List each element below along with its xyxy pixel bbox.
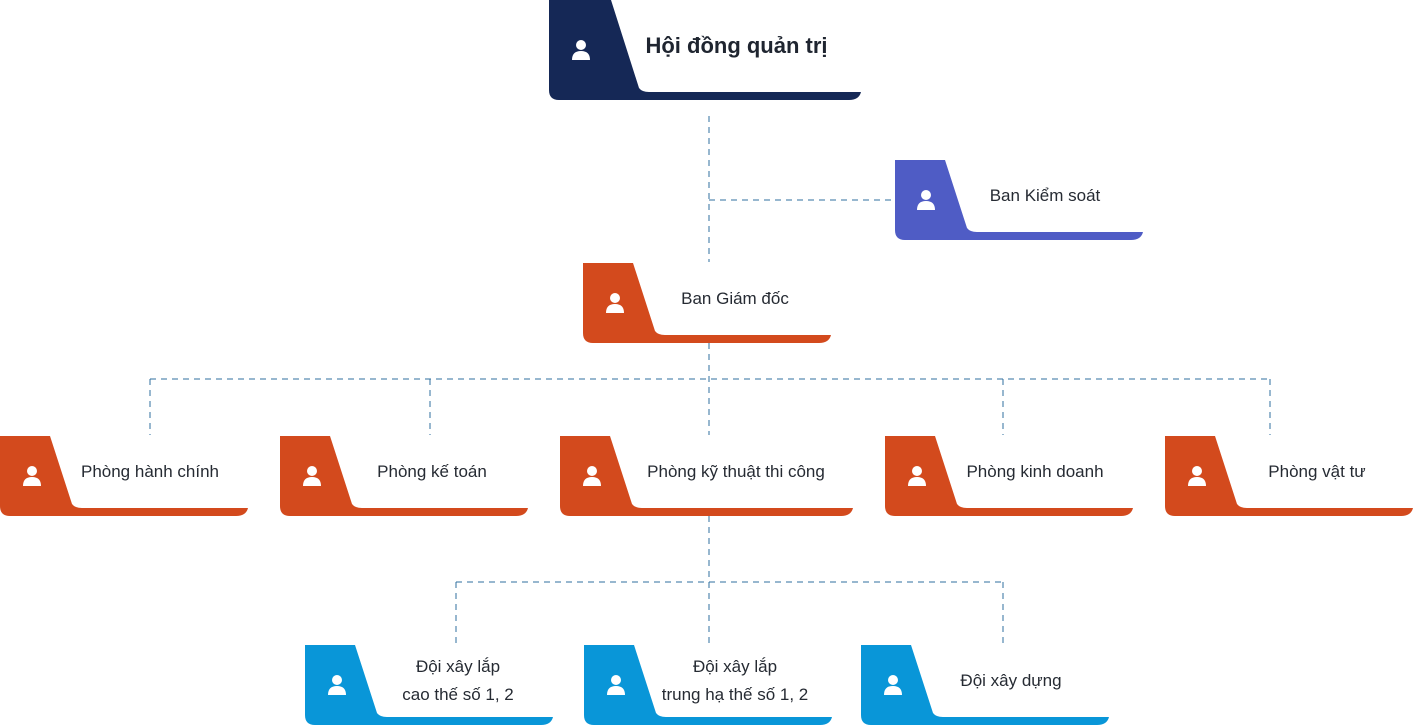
node-team-hv-label: Đội xây lắp cao thế số 1, 2 <box>383 653 533 709</box>
node-dept-supplies-label: Phòng vật tư <box>1268 462 1366 481</box>
node-dept-technical-shape <box>560 436 853 516</box>
node-dept-supplies: Phòng vật tư <box>1165 436 1413 516</box>
node-dept-business-shape <box>885 436 1133 516</box>
person-icon <box>1187 465 1207 487</box>
node-team-mv-label: Đội xây lắp trung hạ thế số 1, 2 <box>656 653 814 709</box>
node-team-hv-shape <box>305 645 553 725</box>
node-team-hv-line2: cao thế số 1, 2 <box>402 685 514 704</box>
node-directors-label: Ban Giám đốc <box>681 289 789 308</box>
node-team-build-shape <box>861 645 1109 725</box>
person-icon <box>605 292 625 314</box>
person-icon <box>571 39 591 61</box>
person-icon <box>582 465 602 487</box>
node-team-hv: Đội xây lắp cao thế số 1, 2 <box>305 645 553 725</box>
node-control-shape <box>895 160 1143 240</box>
node-dept-technical: Phòng kỹ thuật thi công <box>560 436 853 516</box>
node-dept-supplies-shape <box>1165 436 1413 516</box>
node-team-build-label: Đội xây dựng <box>960 671 1062 690</box>
node-directors-shape <box>583 263 831 343</box>
node-control-label: Ban Kiểm soát <box>989 186 1101 205</box>
node-dept-accounting-label: Phòng kế toán <box>377 462 487 481</box>
node-dept-business: Phòng kinh doanh <box>885 436 1133 516</box>
node-team-mv-shape <box>584 645 832 725</box>
person-icon <box>22 465 42 487</box>
node-team-mv-line1: Đội xây lắp <box>692 657 778 676</box>
node-control: Ban Kiểm soát <box>895 160 1143 240</box>
node-dept-admin-label: Phòng hành chính <box>80 462 219 481</box>
node-dept-admin: Phòng hành chính <box>0 436 248 516</box>
node-board-shape <box>549 0 861 100</box>
node-team-mv-line2: trung hạ thế số 1, 2 <box>661 685 809 704</box>
node-board-label: Hội đồng quản trị <box>645 33 828 58</box>
person-icon <box>883 674 903 696</box>
node-dept-business-label: Phòng kinh doanh <box>966 462 1104 481</box>
node-dept-admin-shape <box>0 436 248 516</box>
node-team-mv: Đội xây lắp trung hạ thế số 1, 2 <box>584 645 832 725</box>
person-icon <box>916 189 936 211</box>
person-icon <box>302 465 322 487</box>
node-board: Hội đồng quản trị <box>549 0 861 100</box>
node-dept-technical-label: Phòng kỹ thuật thi công <box>647 462 825 481</box>
node-team-hv-line1: Đội xây lắp <box>415 657 501 676</box>
node-directors: Ban Giám đốc <box>583 263 831 343</box>
node-team-build: Đội xây dựng <box>861 645 1109 725</box>
node-dept-accounting: Phòng kế toán <box>280 436 528 516</box>
person-icon <box>907 465 927 487</box>
person-icon <box>606 674 626 696</box>
person-icon <box>327 674 347 696</box>
node-dept-accounting-shape <box>280 436 528 516</box>
